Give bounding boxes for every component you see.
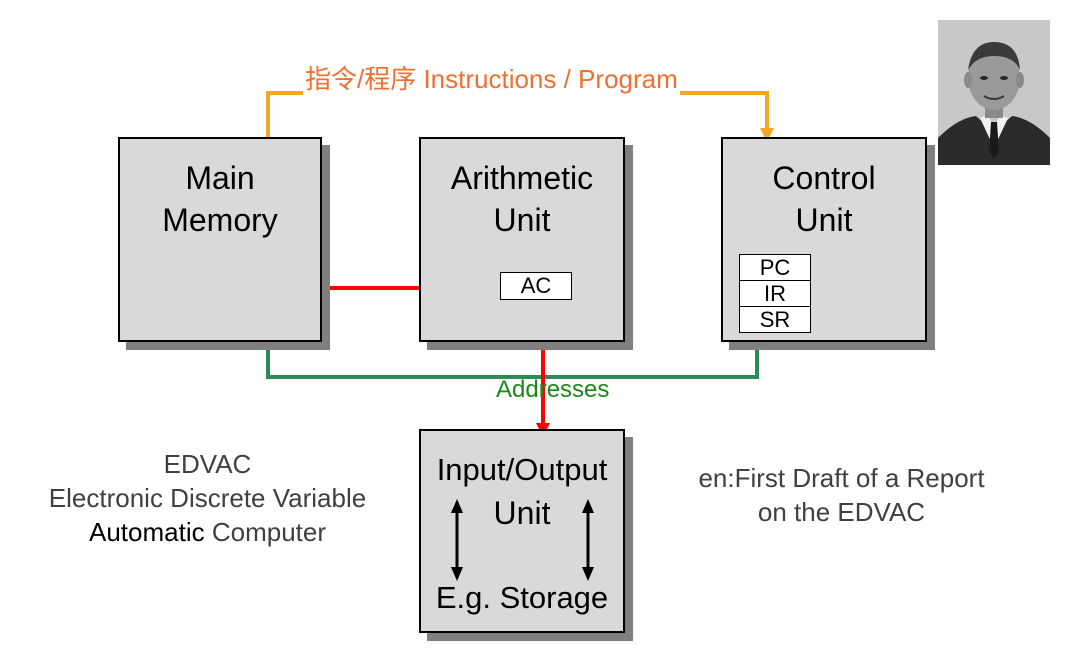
portrait-photo [938, 20, 1050, 165]
main-memory-box: Main Memory [118, 137, 322, 342]
io-double-arrows [451, 499, 594, 581]
report-caption-line1: en:First Draft of a Report [698, 463, 985, 493]
io-unit-title-line1: Input/Output [436, 452, 608, 487]
edvac-caption-line3: Automatic Computer [20, 515, 395, 549]
portrait-icon [938, 20, 1050, 165]
instructions-arrowhead [760, 128, 774, 142]
addresses-label: Addresses [496, 376, 610, 403]
edvac-caption-bold-word: Automatic [89, 517, 205, 547]
register-ac: AC [500, 272, 572, 300]
edvac-caption-title: EDVAC [163, 449, 252, 479]
arithmetic-unit-title-line2: Unit [493, 202, 551, 238]
edvac-caption: EDVAC Electronic Discrete Variable Autom… [20, 447, 395, 549]
arithmetic-unit-box: Arithmetic Unit AC [419, 137, 625, 342]
register-sr: SR [739, 306, 811, 333]
control-unit-box: Control Unit PC IR SR [721, 137, 927, 342]
io-unit-title-line3: E.g. Storage [435, 580, 609, 615]
arithmetic-unit-title-line1: Arithmetic [450, 160, 594, 196]
register-pc: PC [739, 254, 811, 281]
main-memory-title-line2: Memory [162, 202, 278, 238]
report-caption: en:First Draft of a Report on the EDVAC [664, 461, 1019, 529]
io-unit-title-line2: Unit [493, 495, 551, 531]
io-unit-box: Input/Output Unit E.g. Storage [419, 429, 625, 633]
report-caption-line2: on the EDVAC [757, 497, 926, 527]
control-unit-title-line2: Unit [795, 202, 853, 238]
addresses-wire [266, 342, 759, 379]
edvac-caption-line3-rest: Computer [204, 517, 326, 547]
main-memory-title-line1: Main [185, 160, 255, 196]
register-ir: IR [739, 280, 811, 307]
instructions-label: 指令/程序 Instructions / Program [303, 63, 680, 95]
instructions-wire [266, 91, 769, 137]
control-unit-title-line1: Control [772, 160, 876, 196]
edvac-caption-line2: Electronic Discrete Variable [48, 483, 367, 513]
